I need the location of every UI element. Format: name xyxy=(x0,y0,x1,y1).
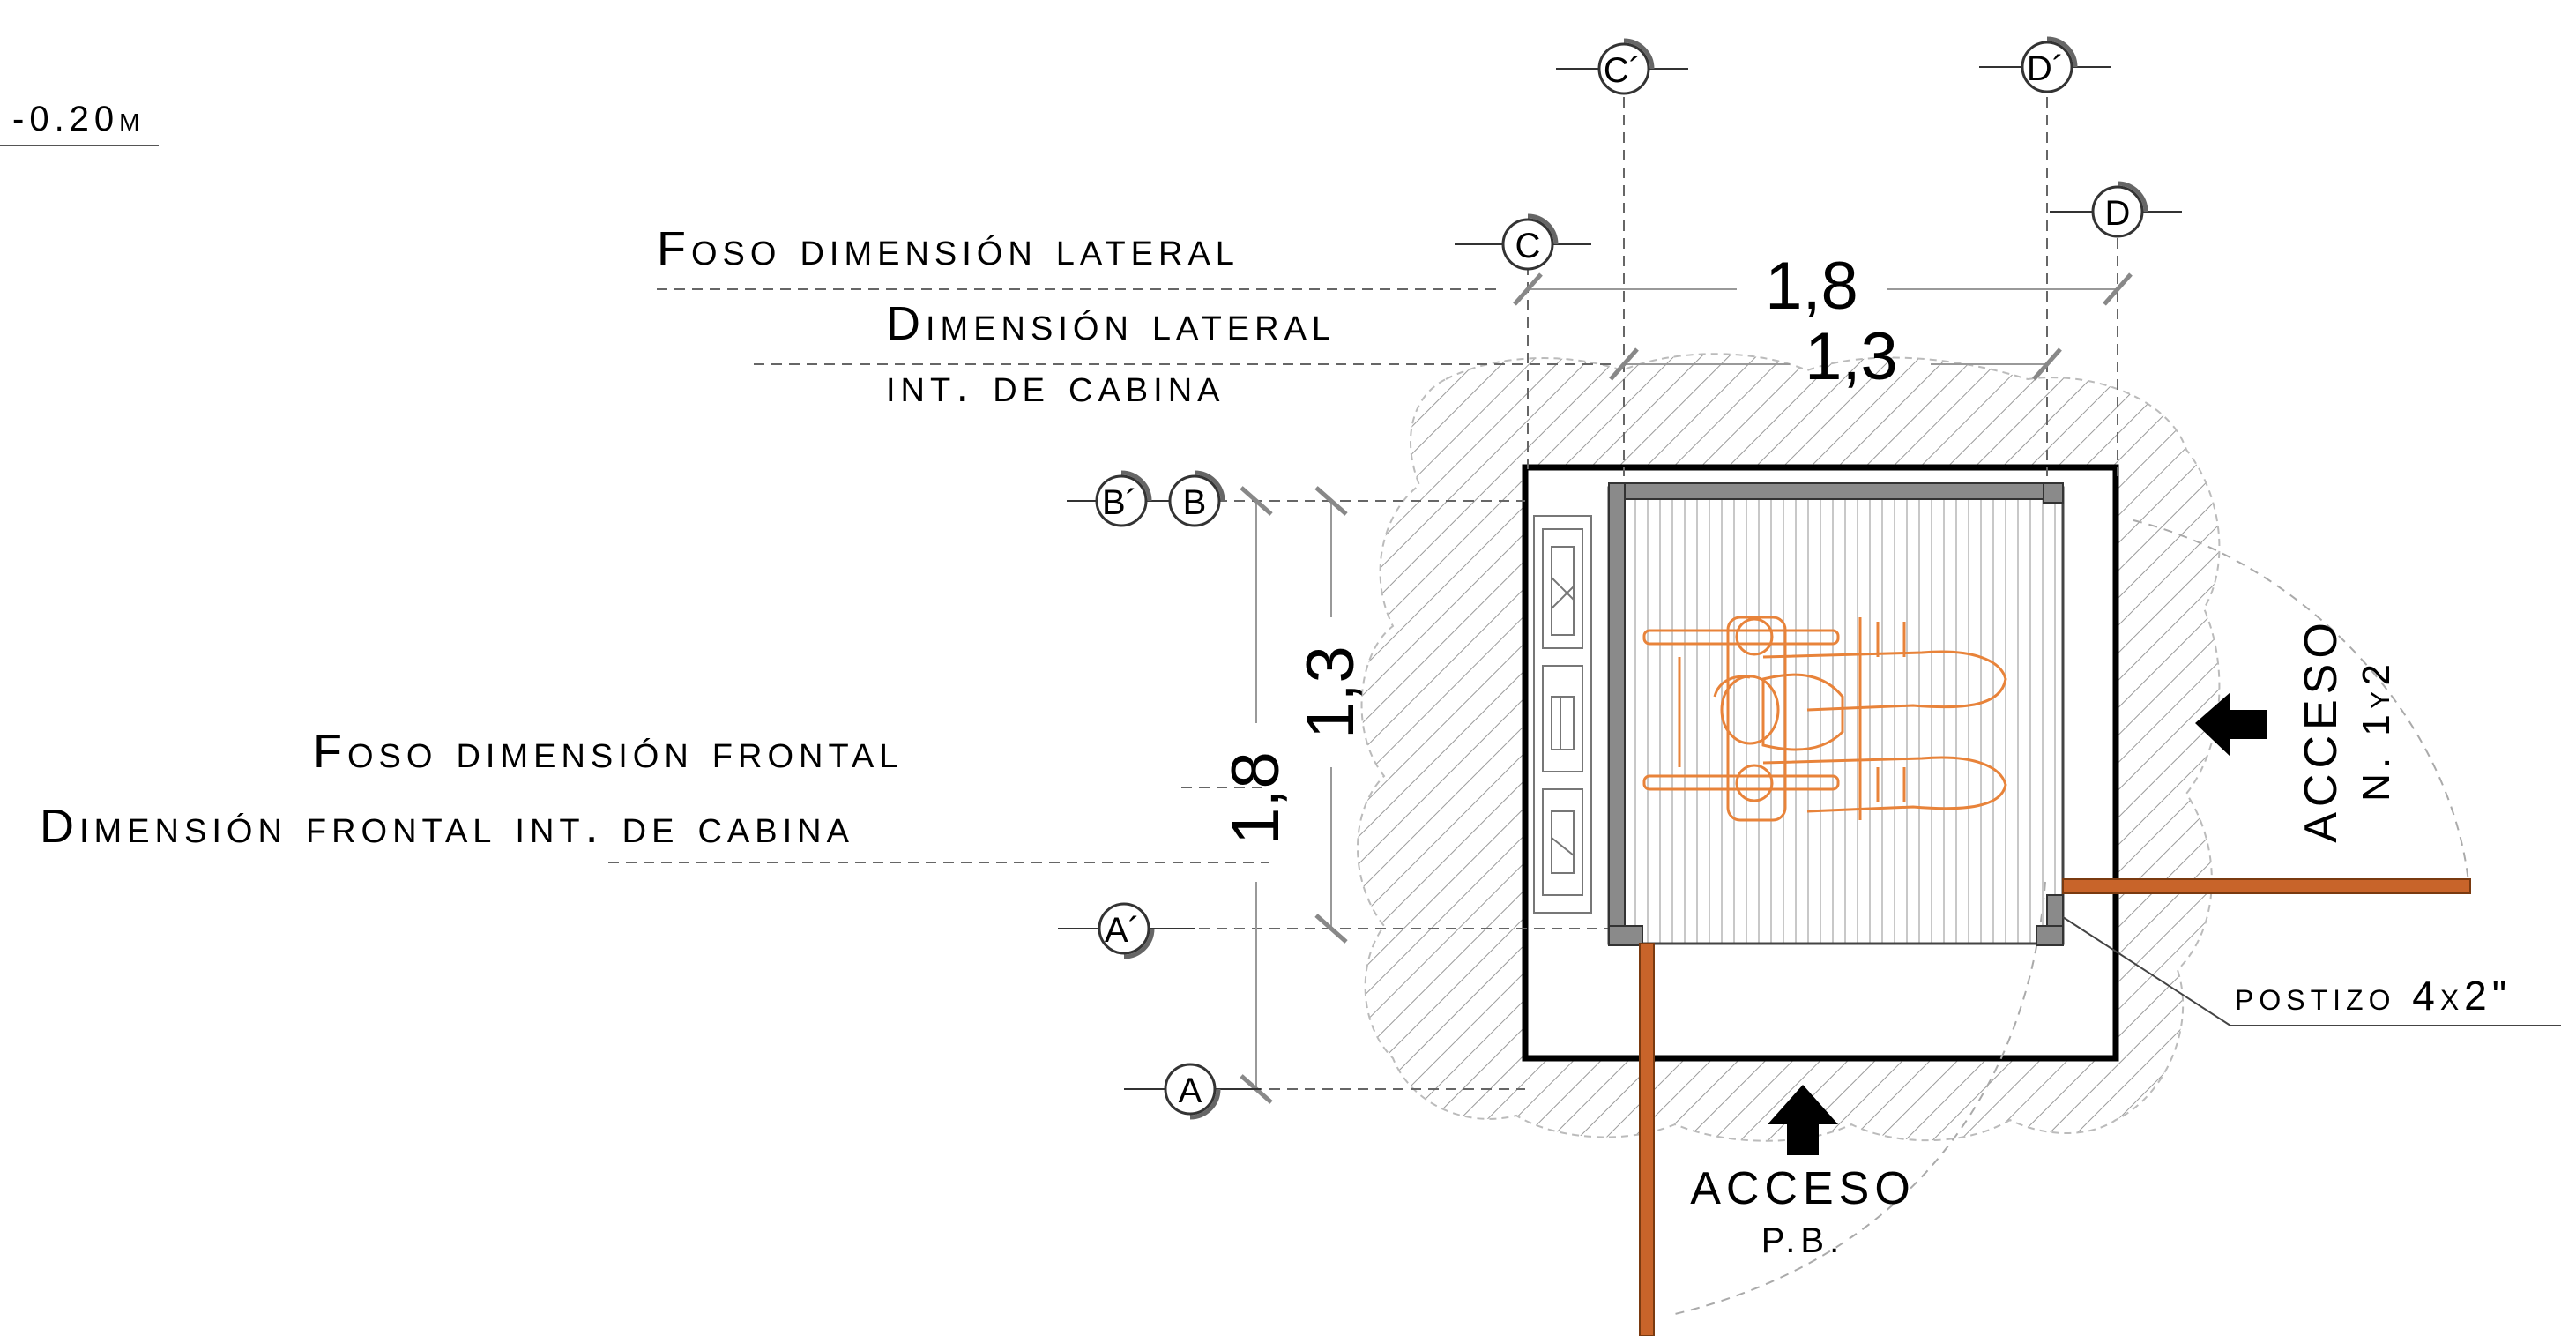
lateral-inner-dimension: 1,3 xyxy=(1805,319,1898,394)
svg-text:A´: A´ xyxy=(1105,911,1140,950)
axis-marker-d-prime: D´ xyxy=(1979,36,2111,93)
axis-markers: C´ D´ D C B´ B xyxy=(1058,36,2182,1120)
svg-text:D´: D´ xyxy=(2027,49,2064,88)
postizo-leader xyxy=(2062,916,2561,1026)
dim-lateral-label-line2: int. de cabina xyxy=(886,359,1225,412)
foso-lateral-label: Foso dimensión lateral xyxy=(657,222,1240,275)
lateral-dimension-lines xyxy=(1513,272,2133,381)
axis-marker-a: A xyxy=(1124,1063,1261,1120)
acceso-pb-label-line2: P.B. xyxy=(1761,1221,1844,1260)
axis-marker-d: D xyxy=(2050,181,2182,238)
svg-text:C: C xyxy=(1515,227,1541,265)
svg-text:C´: C´ xyxy=(1604,51,1641,90)
axis-marker-c-prime: C´ xyxy=(1556,38,1688,95)
level-marker: -0.20m xyxy=(0,100,159,146)
door-swing-arcs xyxy=(1674,519,2469,1315)
frontal-outer-dimension: 1,8 xyxy=(1218,751,1293,845)
svg-text:B´: B´ xyxy=(1102,483,1137,522)
acceso-pb-label-line1: ACCESO xyxy=(1690,1163,1916,1214)
axis-marker-a-prime: A´ xyxy=(1058,902,1195,959)
access-arrows xyxy=(1768,692,2267,1155)
acceso-1-label-line2: N. 1y2 xyxy=(2355,659,2398,802)
elevator-cabin xyxy=(1607,482,2065,946)
dim-lateral-label-line1: Dimensión lateral xyxy=(886,297,1336,350)
wheelchair-figure xyxy=(1642,616,2007,822)
guide-rail-assembly xyxy=(1533,515,1592,914)
dim-frontal-label: Dimensión frontal int. de cabina xyxy=(40,800,854,853)
lateral-outer-dimension: 1,8 xyxy=(1765,249,1858,324)
level-label: -0.20m xyxy=(12,100,145,138)
postizo-label: postizo 4x2" xyxy=(2235,973,2512,1019)
svg-text:B: B xyxy=(1183,483,1207,522)
svg-text:A: A xyxy=(1179,1071,1202,1110)
axis-marker-b: B xyxy=(1168,470,1225,527)
frontal-dimension-lines xyxy=(1240,486,1348,1104)
axis-marker-c: C xyxy=(1455,213,1591,271)
svg-text:D: D xyxy=(2105,194,2131,233)
arrow-left-icon xyxy=(2195,692,2267,757)
foso-frontal-label: Foso dimensión frontal xyxy=(313,725,903,778)
axis-marker-b-prime: B´ xyxy=(1067,470,1173,527)
arrow-up-icon xyxy=(1768,1085,1838,1155)
frontal-inner-dimension: 1,3 xyxy=(1293,646,1368,739)
orange-walls xyxy=(1639,878,2471,1336)
acceso-1-label-line1: ACCESO xyxy=(2296,617,2347,843)
